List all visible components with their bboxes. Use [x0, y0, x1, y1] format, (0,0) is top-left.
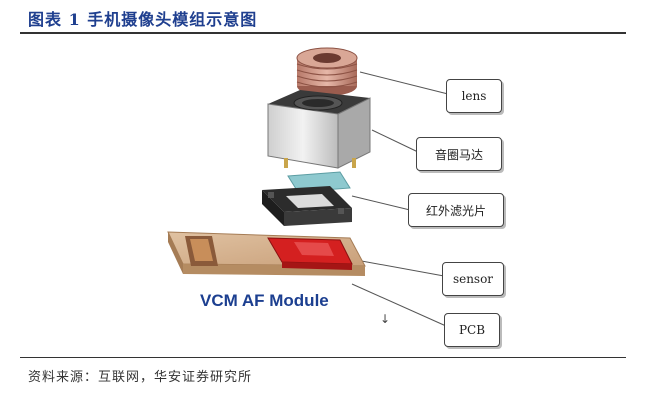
- lens-component: [296, 47, 358, 96]
- figure-title: 图表 1 手机摄像头模组示意图: [28, 10, 258, 29]
- bottom-rule: [20, 357, 626, 358]
- vcm-component: [267, 90, 371, 169]
- callout-vcm: 音圈马达: [416, 137, 502, 171]
- leader-line-ir-filter: [351, 195, 411, 211]
- text-cursor-mark: ↓: [380, 312, 391, 326]
- source-note: 资料来源：互联网，华安证券研究所: [28, 370, 253, 385]
- callout-sensor: sensor: [442, 262, 504, 296]
- callout-ir-filter: 红外滤光片: [408, 193, 504, 227]
- leader-line-pcb: [351, 283, 447, 327]
- callout-lens: lens: [446, 79, 502, 113]
- leader-line-lens: [359, 71, 449, 95]
- leader-line-vcm: [371, 129, 419, 153]
- ir-filter-component: [262, 171, 352, 226]
- sensor-component: [267, 237, 353, 270]
- pcb-component: [167, 231, 366, 276]
- callout-pcb: PCB: [444, 313, 500, 347]
- module-caption: VCM AF Module: [200, 291, 329, 310]
- top-rule: [20, 32, 626, 34]
